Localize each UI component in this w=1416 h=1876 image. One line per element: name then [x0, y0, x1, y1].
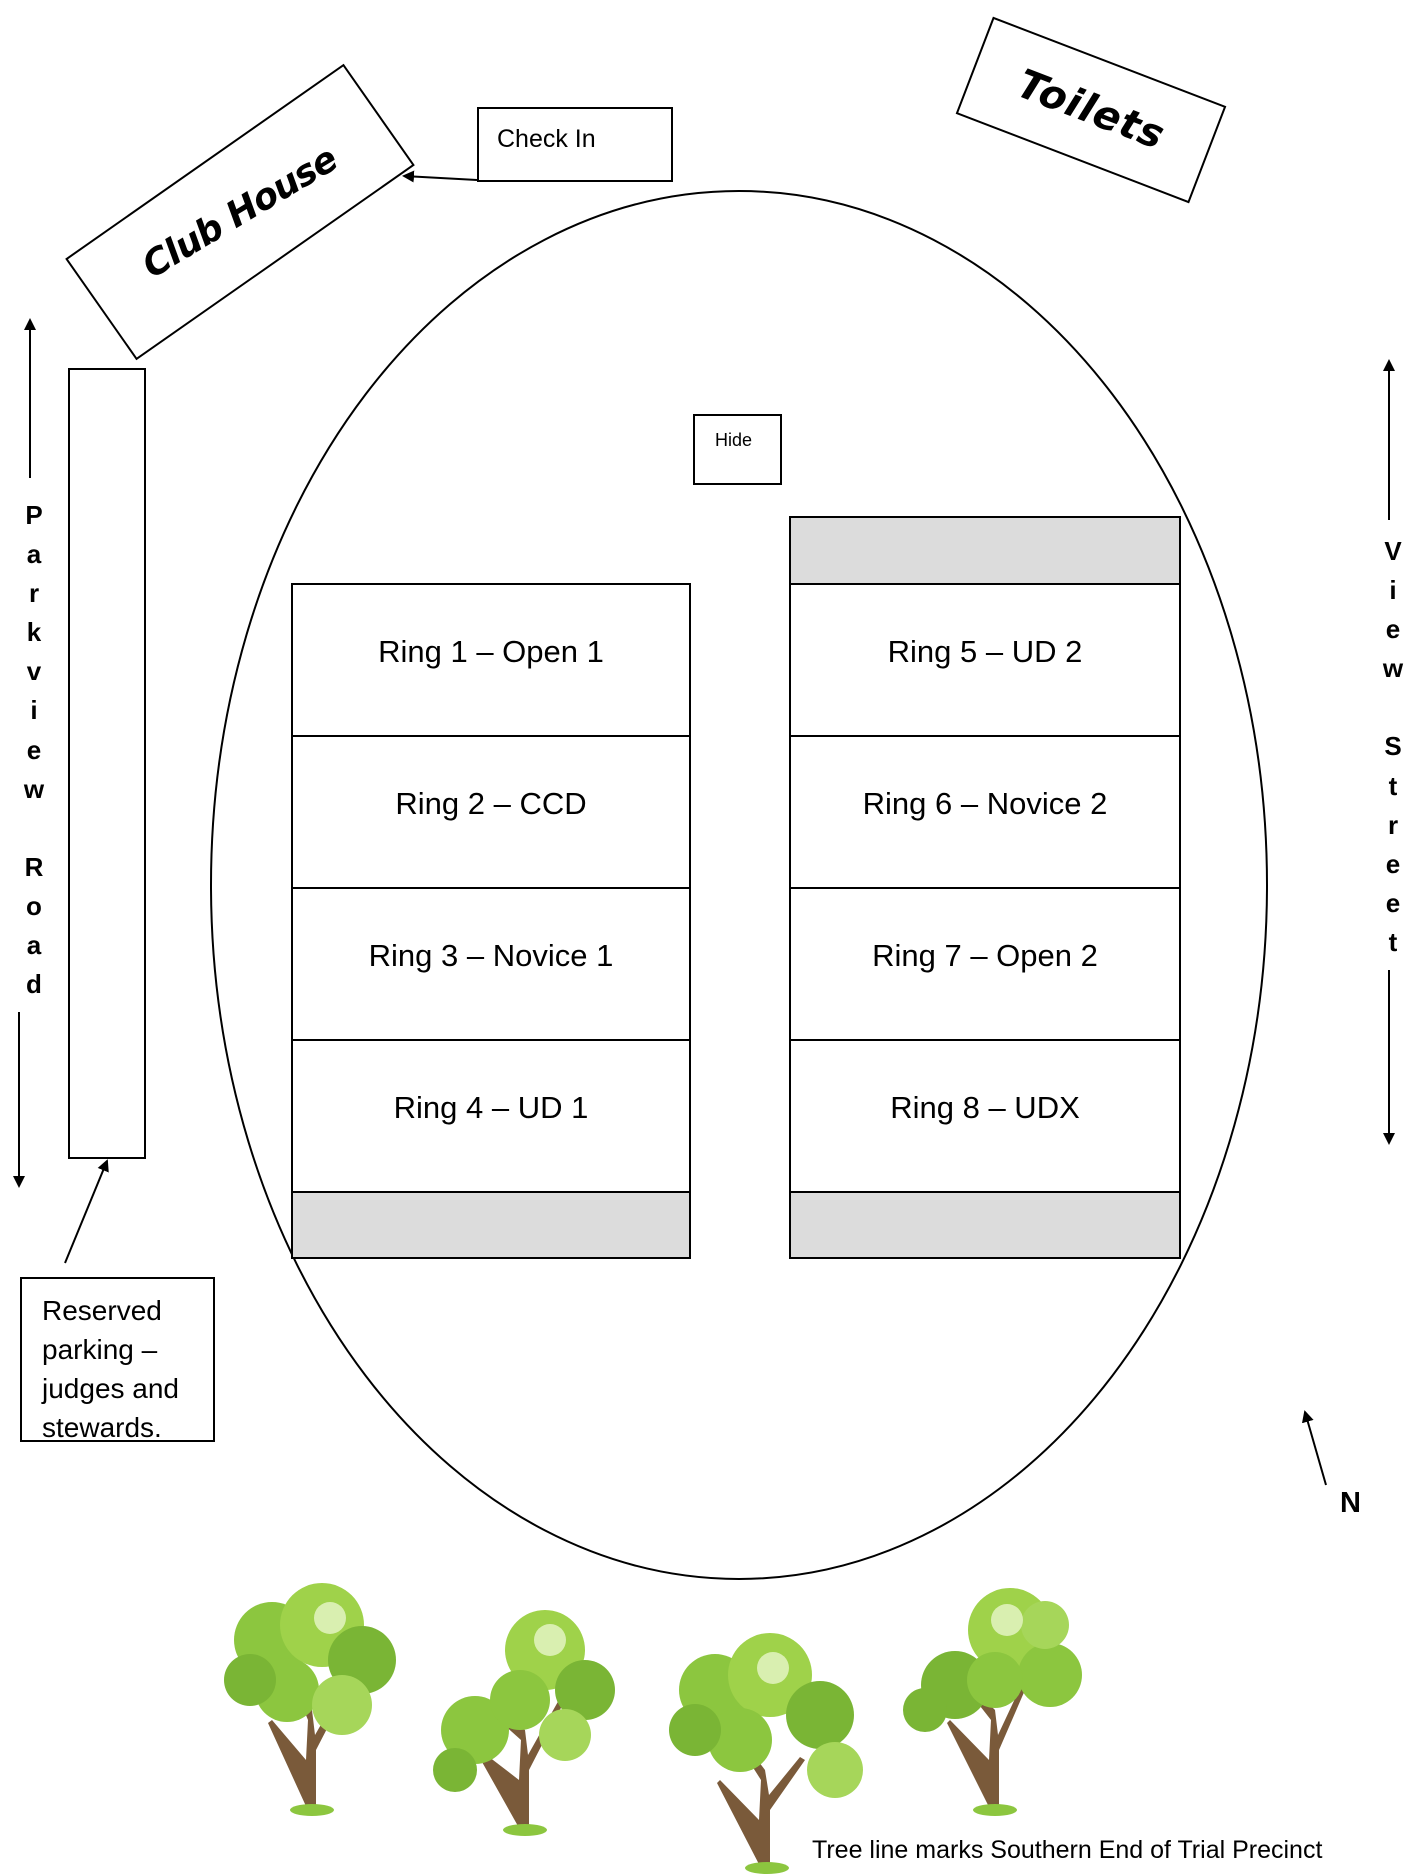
- tree-icon: [433, 1610, 615, 1836]
- ring-1-label: Ring 1 – Open 1: [378, 634, 604, 669]
- reserved-parking-note: Reserved parking – judges and stewards.: [20, 1277, 215, 1443]
- tree-line-caption: Tree line marks Southern End of Trial Pr…: [812, 1836, 1323, 1864]
- toilets-label: Toilets: [1010, 60, 1172, 160]
- reserved-parking-text: Reserved parking – judges and stewards.: [42, 1295, 180, 1443]
- ring-7-label: Ring 7 – Open 2: [872, 938, 1098, 973]
- trial-oval: [210, 190, 1268, 1580]
- ring-8-label: Ring 8 – UDX: [890, 1090, 1080, 1125]
- shaded-area-left: [293, 1193, 689, 1257]
- tree-icon: [903, 1588, 1082, 1816]
- ring-1: Ring 1 – Open 1: [293, 585, 689, 737]
- rings-right-column: Ring 5 – UD 2 Ring 6 – Novice 2 Ring 7 –…: [789, 516, 1181, 1259]
- hide-label: Hide: [715, 430, 753, 450]
- ring-3-label: Ring 3 – Novice 1: [368, 938, 614, 973]
- north-label: N: [1340, 1487, 1361, 1519]
- reserved-parking-lot: [68, 368, 146, 1159]
- ring-2: Ring 2 – CCD: [293, 737, 689, 889]
- tree-icon: [669, 1633, 863, 1874]
- view-street-label: V i e w S t r e e t: [1382, 536, 1404, 957]
- hide-box: Hide: [693, 414, 782, 485]
- ring-6: Ring 6 – Novice 2: [791, 737, 1179, 889]
- ring-8: Ring 8 – UDX: [791, 1041, 1179, 1193]
- ring-5-label: Ring 5 – UD 2: [887, 634, 1083, 669]
- check-in-label: Check In: [497, 125, 596, 153]
- check-in-box: Check In: [477, 107, 673, 182]
- ring-7: Ring 7 – Open 2: [791, 889, 1179, 1041]
- parkview-road-label: P a r k v i e w R o a d: [23, 500, 45, 1000]
- ring-5: Ring 5 – UD 2: [791, 585, 1179, 737]
- ring-2-label: Ring 2 – CCD: [395, 786, 587, 821]
- checkin-arrow: [402, 170, 478, 183]
- tree-icon: [224, 1583, 396, 1816]
- shaded-area-right-top: [791, 518, 1179, 585]
- ring-3: Ring 3 – Novice 1: [293, 889, 689, 1041]
- reserved-arrow: [64, 1159, 109, 1264]
- ring-4: Ring 4 – UD 1: [293, 1041, 689, 1193]
- shaded-area-right-bottom: [791, 1193, 1179, 1257]
- rings-left-column: Ring 1 – Open 1 Ring 2 – CCD Ring 3 – No…: [291, 583, 691, 1259]
- north-arrow-icon: [1301, 1410, 1327, 1486]
- ring-6-label: Ring 6 – Novice 2: [862, 786, 1108, 821]
- ring-4-label: Ring 4 – UD 1: [393, 1090, 589, 1125]
